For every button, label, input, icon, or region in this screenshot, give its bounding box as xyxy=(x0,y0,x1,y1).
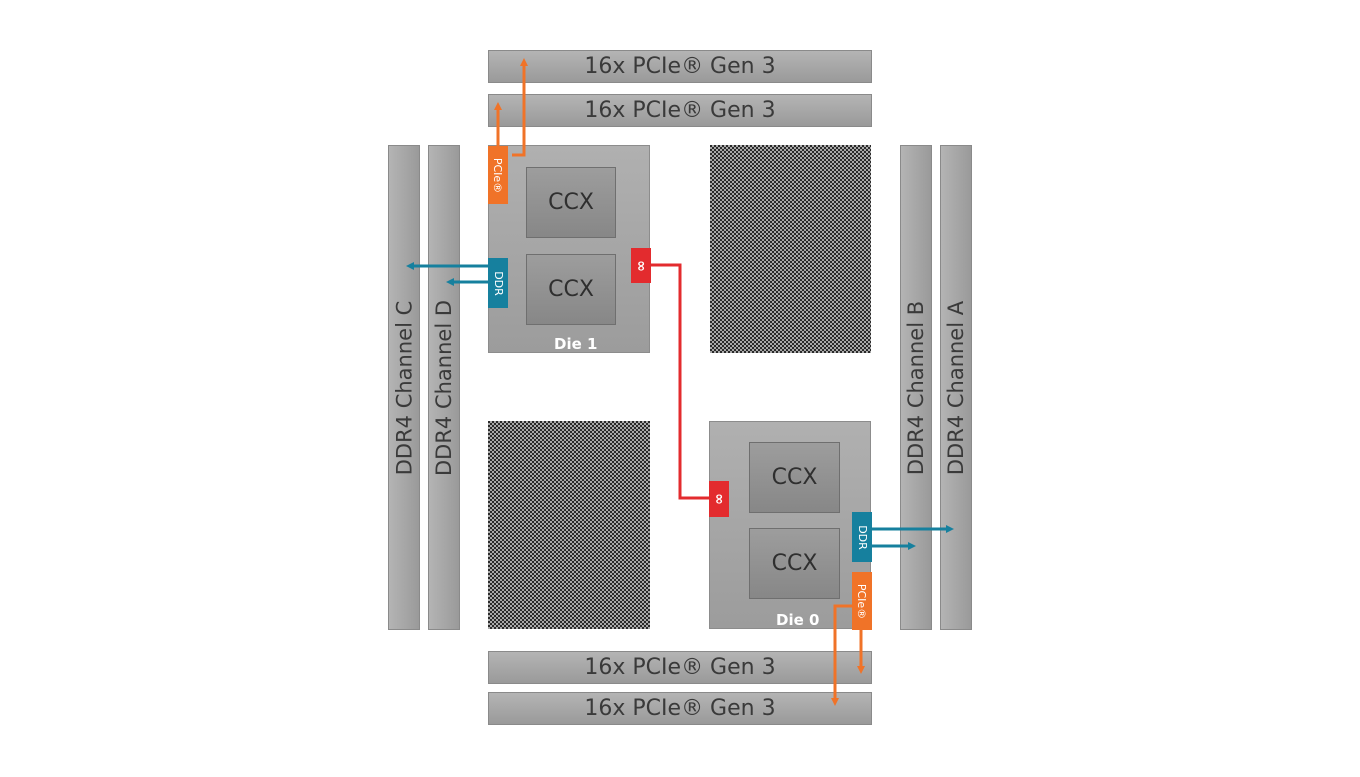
pcie-link-die1-top1 xyxy=(512,58,528,157)
ccx-block: CCX xyxy=(526,167,616,238)
pcie-tag-die1: PCIe® xyxy=(488,146,508,204)
pcie-bar-top-1: 16x PCIe® Gen 3 xyxy=(488,50,872,83)
ddr-tag-label: DDR xyxy=(491,270,505,296)
ddr-channel-c: DDR4 Channel C xyxy=(388,145,420,630)
pcie-link-die0-bottom2 xyxy=(831,604,853,706)
ccx-block: CCX xyxy=(526,254,616,325)
ddr-channel-a: DDR4 Channel A xyxy=(940,145,972,630)
die-label: Die 0 xyxy=(776,611,820,629)
pcie-bar-bottom-1: 16x PCIe® Gen 3 xyxy=(488,651,872,684)
pcie-bar-top-2: 16x PCIe® Gen 3 xyxy=(488,94,872,127)
ddr-channel-b: DDR4 Channel B xyxy=(900,145,932,630)
ccx-block: CCX xyxy=(749,442,840,513)
pcie-bar-label: 16x PCIe® Gen 3 xyxy=(584,655,776,680)
ddr-tag-label: DDR xyxy=(855,524,869,550)
ddr-tag-die1: DDR xyxy=(488,258,508,308)
inactive-die-bottom-left xyxy=(488,421,650,629)
pcie-bar-label: 16x PCIe® Gen 3 xyxy=(584,54,776,79)
infinity-fabric-link xyxy=(649,263,711,500)
ddr-channel-d: DDR4 Channel D xyxy=(428,145,460,630)
pcie-tag-die0: PCIe® xyxy=(852,572,872,630)
ccx-block: CCX xyxy=(749,528,840,599)
die-label: Die 1 xyxy=(554,335,598,353)
pcie-bar-label: 16x PCIe® Gen 3 xyxy=(584,696,776,721)
infinity-tag-label: ∞ xyxy=(632,259,649,272)
inactive-die-top-right xyxy=(710,145,871,353)
pcie-tag-label: PCIe® xyxy=(491,157,505,193)
infinity-fabric-icon: ∞ xyxy=(709,481,729,517)
die-1: CCX CCX Die 1 xyxy=(488,145,650,353)
infinity-tag-label: ∞ xyxy=(710,493,727,505)
pcie-bar-bottom-2: 16x PCIe® Gen 3 xyxy=(488,692,872,725)
die-0: CCX CCX Die 0 xyxy=(709,421,871,629)
pcie-tag-label: PCIe® xyxy=(855,583,869,619)
infinity-fabric-icon: ∞ xyxy=(631,248,651,283)
pcie-bar-label: 16x PCIe® Gen 3 xyxy=(584,98,776,123)
ddr-tag-die0: DDR xyxy=(852,512,872,562)
